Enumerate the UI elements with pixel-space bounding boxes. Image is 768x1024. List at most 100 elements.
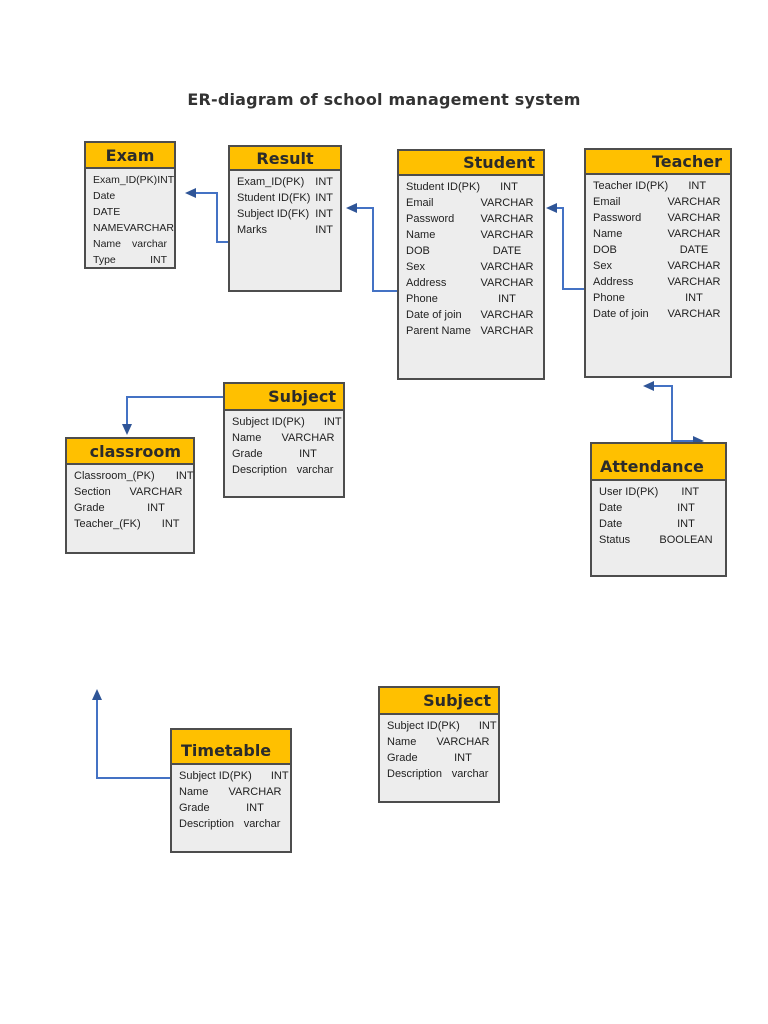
field-name: Exam_ID(PK): [237, 176, 305, 188]
entity-subject-2-title: Subject: [380, 688, 498, 715]
arrowhead-left-teacher-bottom: [643, 381, 654, 391]
field-name: DOB: [406, 245, 430, 257]
field-type: INT: [681, 486, 700, 498]
field-name: Teacher_(FK): [74, 518, 141, 530]
connector-attendance-teacher: [654, 385, 693, 442]
field-name: Subject ID(PK): [179, 770, 252, 782]
field-type: INT: [161, 518, 180, 530]
field-name: Date: [599, 518, 623, 530]
field-type: DATE: [679, 244, 709, 256]
field-type: DATE: [492, 245, 522, 257]
field-name: Name: [93, 238, 122, 250]
entity-field-row: Student ID(PK)INT: [406, 179, 536, 195]
field-name: Description: [387, 768, 443, 780]
field-name: Date: [93, 190, 116, 202]
field-type: VARCHAR: [667, 228, 721, 240]
field-type: INT: [147, 502, 165, 514]
entity-field-row: Teacher ID(PK)INT: [593, 178, 723, 194]
entity-field-row: Date of join VARCHAR: [406, 307, 536, 323]
field-name: Email: [406, 197, 434, 209]
field-name: Student ID(PK): [406, 181, 480, 193]
field-type: VARCHAR: [480, 197, 534, 209]
field-type: INT: [157, 174, 175, 186]
field-name: Grade: [179, 802, 210, 814]
field-type: VARCHAR: [480, 325, 534, 337]
field-type: INT: [175, 470, 194, 482]
field-type: VARCHAR: [667, 260, 721, 272]
field-type: VARCHAR: [480, 261, 534, 273]
field-name: Phone: [593, 292, 625, 304]
field-name: Date of join: [406, 309, 462, 321]
field-type: varchar: [131, 238, 167, 250]
connector-timetable-up: [96, 700, 170, 779]
field-name: Password: [406, 213, 455, 225]
arrowhead-down-classroom: [122, 424, 132, 435]
entity-field-row: Student ID(FK)INT: [237, 190, 333, 206]
field-name: Name: [593, 228, 623, 240]
field-type: INT: [315, 208, 333, 220]
entity-field-row: Subject ID(PK)INT: [387, 718, 497, 734]
arrowhead-up-timetable: [92, 689, 102, 700]
field-name: Name: [179, 786, 209, 798]
arrowhead-left-exam: [185, 188, 196, 198]
entity-field-row: Name VARCHAR: [593, 226, 723, 242]
field-type: VARCHAR: [480, 277, 534, 289]
field-name: Sex: [406, 261, 425, 273]
field-type: INT: [315, 176, 333, 188]
arrowhead-left-result: [346, 203, 357, 213]
field-type: INT: [454, 752, 472, 764]
field-name: Email: [593, 196, 621, 208]
entity-field-row: Grade INT: [179, 800, 283, 816]
field-type: BOOLEAN: [659, 534, 713, 546]
entity-timetable-title: Timetable: [172, 730, 290, 765]
entity-field-row: DATE: [93, 204, 167, 220]
field-name: Date of join: [593, 308, 649, 320]
field-type: INT: [498, 293, 516, 305]
entity-field-row: Phone INT: [406, 291, 536, 307]
diagram-title: ER-diagram of school management system: [187, 90, 581, 109]
field-name: Date: [599, 502, 623, 514]
field-type: INT: [270, 770, 289, 782]
field-name: Phone: [406, 293, 438, 305]
field-type: INT: [478, 720, 497, 732]
field-name: Classroom_(PK): [74, 470, 155, 482]
entity-field-row: Exam_ID(PK)INT: [93, 172, 174, 188]
field-type: INT: [246, 802, 264, 814]
field-type: VARCHAR: [281, 432, 335, 444]
field-type: varchar: [451, 768, 489, 780]
field-name: Teacher ID(PK): [593, 180, 669, 192]
entity-field-row: Date: [93, 188, 167, 204]
field-name: Description: [179, 818, 235, 830]
field-type: INT: [323, 416, 342, 428]
field-type: VARCHAR: [480, 309, 534, 321]
connector-result-exam: [196, 192, 228, 243]
field-name: Password: [593, 212, 642, 224]
entity-student-title: Student: [399, 151, 543, 176]
field-type: varchar: [296, 464, 334, 476]
connector-teacher-student: [557, 207, 584, 290]
connector-subject-classroom: [126, 396, 223, 424]
